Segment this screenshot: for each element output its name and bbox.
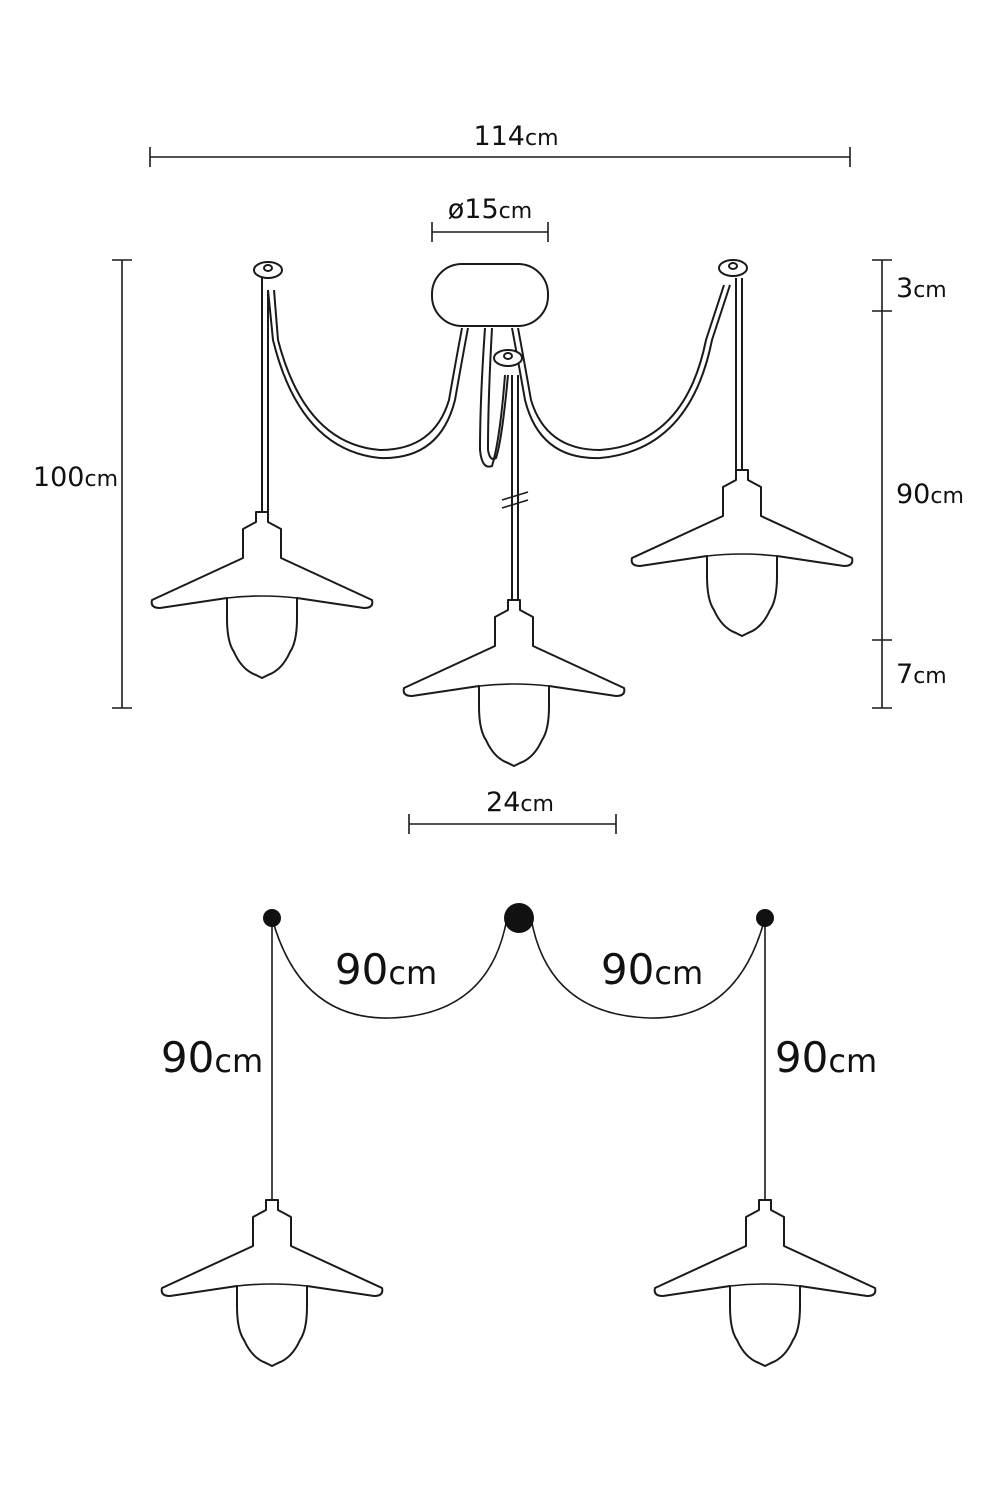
shade-height-unit: cm [913, 664, 947, 689]
left-anchor-dot [263, 909, 281, 927]
svg-text:7cm: 7cm [896, 659, 947, 690]
lamp-center [402, 599, 626, 767]
left-swag-unit: cm [388, 954, 437, 992]
svg-text:90cm: 90cm [601, 945, 703, 994]
ceiling-hooks [253, 259, 748, 367]
svg-text:90cm: 90cm [775, 1033, 877, 1082]
cable-length-value: 90 [896, 479, 930, 510]
svg-text:90cm: 90cm [896, 479, 964, 510]
overall-width-value: 114 [473, 121, 525, 152]
left-drop-unit: cm [214, 1042, 263, 1080]
lamp-left [150, 511, 374, 679]
canopy-diameter-unit: cm [499, 199, 533, 224]
canopy-diameter-value: ø15 [448, 194, 499, 225]
ceiling-canopy [431, 263, 549, 327]
svg-text:3cm: 3cm [896, 273, 947, 304]
bottom-cables [271, 917, 766, 1210]
lamp-right [630, 469, 854, 637]
cable-length-unit: cm [930, 484, 964, 509]
shade-height-value: 7 [896, 659, 913, 690]
left-swag-value: 90 [335, 945, 388, 994]
svg-text:90cm: 90cm [161, 1033, 263, 1082]
right-drop-value: 90 [775, 1033, 828, 1082]
overall-width-dimension: 114cm [149, 121, 851, 167]
bottom-anchor-points [263, 903, 774, 933]
shade-width-dimension: 24cm [408, 787, 617, 834]
cables-top-view [261, 278, 743, 600]
right-height-dimensions: 3cm 90cm 7cm [872, 259, 964, 709]
shade-width-value: 24 [486, 787, 520, 818]
svg-text:24cm: 24cm [486, 787, 554, 818]
right-swag-unit: cm [654, 954, 703, 992]
total-height-unit: cm [84, 467, 118, 492]
svg-text:ø15cm: ø15cm [448, 194, 532, 225]
total-height-dimension: 100cm [33, 259, 132, 709]
canopy-height-unit: cm [913, 278, 947, 303]
bottom-lamp-right [653, 1199, 877, 1367]
total-height-value: 100 [33, 462, 85, 493]
svg-text:114cm: 114cm [473, 121, 558, 152]
overall-width-unit: cm [525, 126, 559, 151]
bottom-lamp-left [160, 1199, 384, 1367]
shade-width-unit: cm [520, 792, 554, 817]
svg-text:100cm: 100cm [33, 462, 118, 493]
left-drop-value: 90 [161, 1033, 214, 1082]
right-drop-unit: cm [828, 1042, 877, 1080]
right-anchor-dot [756, 909, 774, 927]
canopy-height-value: 3 [896, 273, 913, 304]
svg-text:90cm: 90cm [335, 945, 437, 994]
center-anchor-dot [504, 903, 534, 933]
right-swag-value: 90 [601, 945, 654, 994]
bottom-labels: 90cm 90cm 90cm 90cm [161, 945, 877, 1082]
canopy-diameter-dimension: ø15cm [431, 194, 549, 242]
